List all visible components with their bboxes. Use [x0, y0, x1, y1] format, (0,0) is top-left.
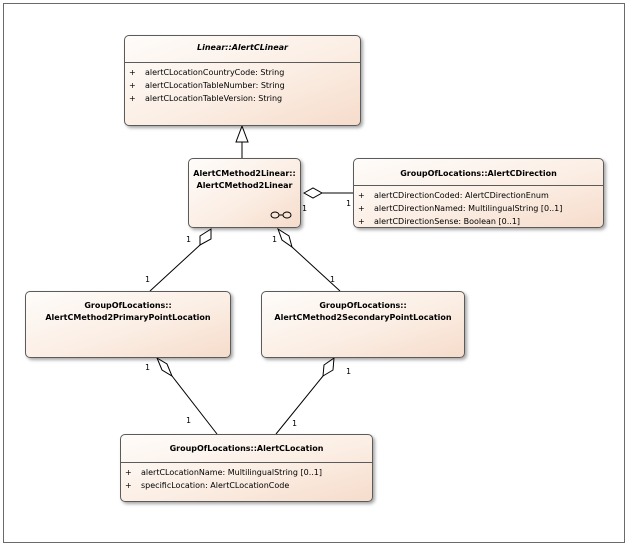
generalization-arrowhead: [235, 124, 249, 143]
visibility-marker: +: [125, 468, 132, 477]
aggregation-diamond-direction: [302, 187, 324, 199]
class-title-line2: AlertCMethod2Linear: [196, 181, 293, 190]
class-alertc-method2-linear[interactable]: AlertCMethod2Linear:: AlertCMethod2Linea…: [188, 158, 301, 228]
visibility-marker: +: [358, 217, 365, 226]
attribute-list: + alertCDirectionCoded: AlertCDirectionE…: [354, 186, 603, 228]
aggregation-diamond-secondary: [277, 227, 293, 249]
class-alertc-method2-secondary-point-location[interactable]: GroupOfLocations:: AlertCMethod2Secondar…: [261, 291, 465, 358]
visibility-marker: +: [358, 191, 365, 200]
attribute-separator: [125, 62, 360, 63]
attribute-text: alertCLocationTableVersion: String: [145, 94, 283, 103]
aggregation-diamond-secondary-location: [322, 356, 335, 377]
class-title: GroupOfLocations::AlertCLocation: [121, 435, 372, 462]
class-title: GroupOfLocations:: AlertCMethod2Secondar…: [262, 292, 464, 324]
class-title-text: Linear::AlertCLinear: [196, 43, 288, 52]
multiplicity-label: 1: [186, 235, 192, 244]
attribute-list: + alertCLocationCountryCode: String + al…: [125, 63, 360, 105]
visibility-marker: +: [129, 81, 136, 90]
class-alertc-location[interactable]: GroupOfLocations::AlertCLocation + alert…: [120, 434, 373, 502]
class-title-line2: AlertCMethod2PrimaryPointLocation: [45, 313, 211, 322]
attribute-separator: [121, 462, 372, 463]
class-title-text: GroupOfLocations::AlertCDirection: [400, 169, 557, 178]
class-title-line1: GroupOfLocations::: [84, 301, 172, 310]
aggregation-line-primary-location[interactable]: [171, 375, 218, 435]
class-title-line2: AlertCMethod2SecondaryPointLocation: [274, 313, 452, 322]
attribute-text: alertCDirectionCoded: AlertCDirectionEnu…: [374, 191, 549, 200]
attribute-separator: [354, 185, 603, 186]
attribute-row: + specificLocation: AlertCLocationCode: [121, 479, 372, 492]
multiplicity-label: 1: [346, 199, 352, 208]
multiplicity-label: 1: [145, 275, 151, 284]
attribute-row: + alertCLocationTableNumber: String: [125, 79, 360, 92]
multiplicity-label: 1: [145, 363, 151, 372]
class-alertc-method2-primary-point-location[interactable]: GroupOfLocations:: AlertCMethod2PrimaryP…: [25, 291, 231, 358]
class-alertc-direction[interactable]: GroupOfLocations::AlertCDirection + aler…: [353, 158, 604, 228]
aggregation-line-secondary-location[interactable]: [275, 375, 324, 435]
attribute-row: + alertCLocationName: MultilingualString…: [121, 466, 372, 479]
composite-diagram-icon: [270, 211, 292, 219]
attribute-list: + alertCLocationName: MultilingualString…: [121, 463, 372, 492]
multiplicity-label: 1: [302, 204, 308, 213]
multiplicity-label: 1: [186, 416, 192, 425]
attribute-row: + alertCDirectionSense: Boolean [0..1]: [354, 215, 603, 228]
attribute-text: alertCLocationCountryCode: String: [145, 68, 285, 77]
aggregation-line-secondary[interactable]: [291, 246, 341, 292]
attribute-row: + alertCLocationCountryCode: String: [125, 66, 360, 79]
class-title-line1: GroupOfLocations::: [319, 301, 407, 310]
class-title-text: GroupOfLocations::AlertCLocation: [169, 444, 324, 453]
aggregation-diamond-primary: [199, 228, 212, 246]
class-alertc-linear[interactable]: Linear::AlertCLinear + alertCLocationCou…: [124, 35, 361, 126]
multiplicity-label: 1: [330, 275, 336, 284]
aggregation-diamond-primary-location: [155, 356, 174, 378]
attribute-row: + alertCLocationTableVersion: String: [125, 92, 360, 105]
visibility-marker: +: [129, 68, 136, 77]
class-title-line1: AlertCMethod2Linear::: [193, 169, 296, 178]
attribute-text: alertCDirectionSense: Boolean [0..1]: [374, 217, 521, 226]
class-title: GroupOfLocations:: AlertCMethod2PrimaryP…: [26, 292, 230, 324]
class-title: GroupOfLocations::AlertCDirection: [354, 159, 603, 185]
visibility-marker: +: [129, 94, 136, 103]
visibility-marker: +: [358, 204, 365, 213]
attribute-row: + alertCDirectionCoded: AlertCDirectionE…: [354, 189, 603, 202]
class-title: Linear::AlertCLinear: [125, 36, 360, 62]
attribute-row: + alertCDirectionNamed: MultilingualStri…: [354, 202, 603, 215]
aggregation-line-primary[interactable]: [149, 244, 201, 292]
attribute-text: alertCDirectionNamed: MultilingualString…: [374, 204, 563, 213]
multiplicity-label: 1: [346, 367, 352, 376]
visibility-marker: +: [125, 481, 132, 490]
multiplicity-label: 1: [272, 235, 278, 244]
attribute-text: alertCLocationName: MultilingualString […: [141, 468, 323, 477]
attribute-text: specificLocation: AlertCLocationCode: [141, 481, 290, 490]
class-title: AlertCMethod2Linear:: AlertCMethod2Linea…: [189, 159, 300, 192]
attribute-text: alertCLocationTableNumber: String: [145, 81, 285, 90]
multiplicity-label: 1: [292, 419, 298, 428]
